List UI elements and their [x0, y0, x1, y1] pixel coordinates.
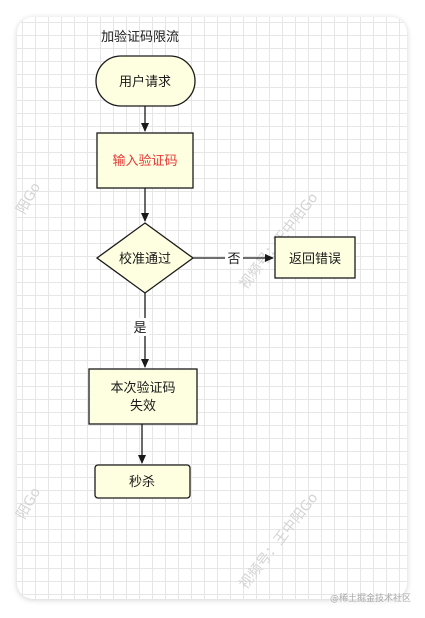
node-check-label: 校准通过 — [119, 251, 171, 267]
diagram-title: 加验证码限流 — [101, 29, 179, 45]
edge-label-yes: 是 — [133, 321, 146, 336]
node-start — [95, 55, 196, 107]
node-expire — [88, 368, 198, 425]
diagram-canvas — [17, 17, 407, 599]
node-end — [94, 464, 191, 499]
node-check — [95, 222, 195, 294]
node-input-code — [96, 132, 194, 189]
watermark-left-bottom: 阳Go — [14, 485, 45, 522]
node-error-label: 返回错误 — [289, 252, 341, 267]
node-expire-label-line1: 本次验证码 — [110, 380, 175, 396]
edge-label-no: 否 — [227, 252, 240, 267]
node-error — [274, 236, 356, 279]
edge-label-no-bg — [225, 249, 243, 267]
node-expire-label-line2: 失效 — [130, 399, 156, 414]
watermark-bottom-right: 视频号：王中阳Go — [237, 490, 322, 592]
node-end-label: 秒杀 — [129, 475, 155, 490]
node-input-code-label: 输入验证码 — [112, 153, 177, 169]
credit-text: @稀土掘金技术社区 — [329, 594, 411, 604]
watermark-left-top: 阳Go — [14, 180, 45, 217]
node-start-label: 用户请求 — [119, 74, 171, 90]
edge-label-yes-bg — [131, 318, 149, 336]
